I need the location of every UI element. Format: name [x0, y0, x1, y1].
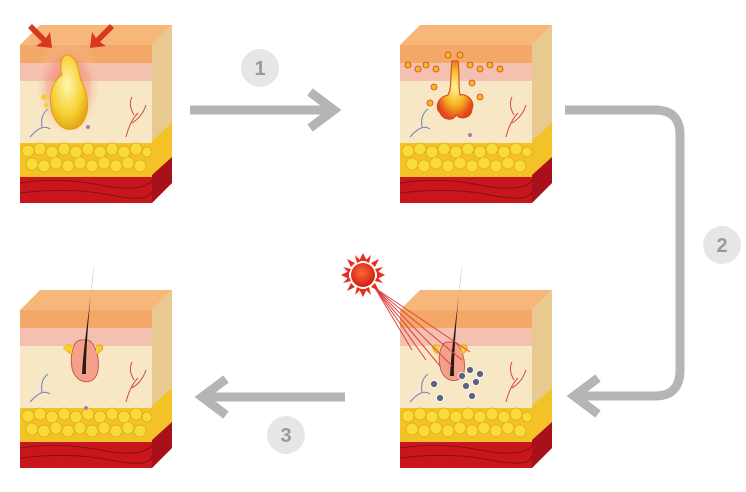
hair-icon [82, 264, 94, 374]
svg-text:3: 3 [280, 425, 291, 447]
hair-icon [450, 264, 462, 376]
step-badge-3: 3 [267, 416, 305, 454]
pressure-arrows-icon [28, 24, 114, 48]
skin-block-light-treatment [399, 264, 553, 469]
arrow-step-3 [194, 375, 345, 419]
svg-text:2: 2 [716, 235, 727, 257]
skin-block-inflamed-pimple [19, 24, 173, 204]
skin-block-healthy-follicle [19, 264, 173, 469]
sun-icon [341, 253, 385, 297]
svg-text:1: 1 [254, 58, 265, 80]
light-rays [374, 287, 471, 367]
arrow-step-1 [190, 88, 342, 132]
step-badge-1: 1 [241, 49, 279, 87]
skin-block-infected-follicle [399, 24, 553, 204]
step-badge-2: 2 [703, 226, 741, 264]
arrow-step-2 [565, 105, 685, 418]
